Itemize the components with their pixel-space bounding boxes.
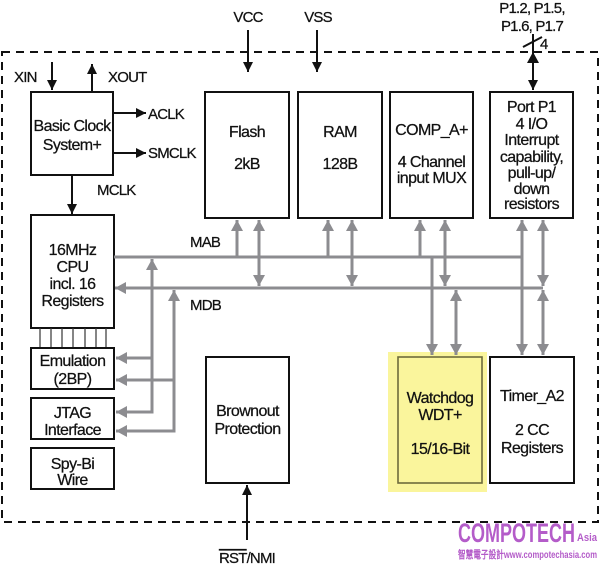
port-p1-label: 4 I/O — [516, 116, 548, 133]
cpu-box — [30, 214, 115, 329]
spy-bi-wire-label: Spy-Bi — [51, 456, 95, 473]
flash-block: Flash 2kB — [204, 91, 290, 219]
watermark-brand: COMPOTECH — [458, 518, 575, 548]
timer-label: Registers — [501, 440, 564, 457]
timer-box — [489, 356, 575, 484]
brownout-box — [205, 356, 290, 484]
comparator-label: COMP_A+ — [395, 122, 468, 139]
comparator-label: 4 Channel — [398, 154, 466, 171]
timer-block: Timer_A2 2 CC Registers — [489, 356, 575, 484]
port-p1-label: down — [514, 181, 550, 198]
watermark-tagline: 智慧電子設計www.compotechasia.com — [457, 548, 597, 561]
cpu-block: 16MHz CPU incl. 16 Registers — [30, 214, 115, 329]
aclk-label: ACLK — [148, 106, 185, 123]
cpu-emulation-pins — [39, 328, 107, 348]
bus-network — [114, 220, 549, 437]
mab-label: MAB — [190, 234, 221, 251]
watchdog-label: WDT+ — [418, 407, 462, 424]
vss-label: VSS — [304, 9, 332, 26]
ram-size: 128B — [323, 156, 358, 173]
watermark-suffix: Asia — [577, 532, 598, 544]
xout-label: XOUT — [108, 69, 147, 86]
comparator-block: COMP_A+ 4 Channel input MUX — [389, 91, 474, 219]
cpu-label: incl. 16 — [50, 276, 97, 293]
jtag-label: Interface — [44, 422, 102, 439]
watchdog-block: Watchdog WDT+ 15/16-Bit — [388, 352, 487, 492]
clock-system-block: Basic Clock System+ — [30, 91, 114, 176]
spy-bi-wire-block: Spy-Bi Wire — [30, 447, 115, 490]
emulation-label: (2BP) — [54, 371, 92, 388]
watchdog-label: Watchdog — [407, 390, 474, 407]
comparator-label: input MUX — [397, 170, 467, 187]
port-p1-label: Interrupt — [504, 132, 559, 149]
emulation-box — [30, 347, 115, 390]
reset-suffix: /NMI — [247, 550, 275, 565]
emulation-label: Emulation — [40, 353, 106, 370]
clock-system-box — [30, 91, 114, 176]
port-p1-label: capability, — [500, 149, 564, 166]
jtag-address-arrow — [116, 259, 158, 418]
timer-label: 2 CC — [515, 422, 549, 439]
jtag-data-arrow — [116, 290, 180, 437]
jtag-block: JTAG Interface — [30, 397, 115, 440]
emulation-block: Emulation (2BP) — [30, 347, 115, 390]
reset-label: RST/NMI — [219, 550, 275, 565]
port-p1-label: resistors — [504, 196, 560, 213]
ram-label: RAM — [323, 124, 357, 141]
reset-overlined: RST — [219, 550, 247, 565]
brownout-label: Brownout — [216, 403, 280, 420]
watchdog-label: 15/16-Bit — [411, 441, 471, 458]
port-p1-label: pull-up/ — [508, 165, 557, 182]
flash-size: 2kB — [234, 156, 260, 173]
watchdog-box — [397, 356, 483, 484]
bus-width-label: 4 — [540, 36, 548, 53]
vcc-label: VCC — [233, 9, 263, 26]
cpu-label: CPU — [57, 259, 89, 276]
ram-box — [297, 91, 383, 219]
spy-bi-wire-box — [30, 447, 115, 490]
jtag-box — [30, 397, 115, 440]
watermark: COMPOTECH Asia 智慧電子設計www.compotechasia.c… — [457, 518, 597, 561]
port-p1-label: Port P1 — [507, 99, 557, 116]
jtag-label: JTAG — [54, 405, 91, 422]
mdb-label: MDB — [190, 297, 222, 314]
mclk-label: MCLK — [97, 182, 136, 199]
smclk-label: SMCLK — [148, 145, 196, 162]
port-pins-label: P1.6, P1.7 — [501, 18, 564, 35]
comparator-box — [389, 91, 474, 219]
timer-label: Timer_A2 — [500, 388, 565, 405]
xin-label: XIN — [14, 69, 37, 86]
port-up-arrowhead — [527, 52, 539, 63]
bus-width-slash — [522, 36, 543, 48]
brownout-label: Protection — [214, 421, 280, 438]
flash-box — [204, 91, 290, 219]
clock-system-label: System+ — [43, 137, 102, 154]
port-p1-block: Port P1 4 I/O Interrupt capability, pull… — [489, 91, 574, 219]
port-pins-label: P1.2, P1.5, — [499, 0, 564, 17]
brownout-block: Brownout Protection — [205, 356, 290, 484]
cpu-label: Registers — [41, 293, 104, 310]
device-boundary — [1, 51, 599, 523]
flash-label: Flash — [229, 124, 265, 141]
watchdog-highlight — [388, 352, 487, 492]
clock-system-label: Basic Clock — [34, 118, 113, 135]
port-p1-box — [489, 91, 574, 219]
cpu-label: 16MHz — [49, 242, 97, 259]
spy-bi-wire-label: Wire — [57, 472, 88, 489]
ram-block: RAM 128B — [297, 91, 383, 219]
